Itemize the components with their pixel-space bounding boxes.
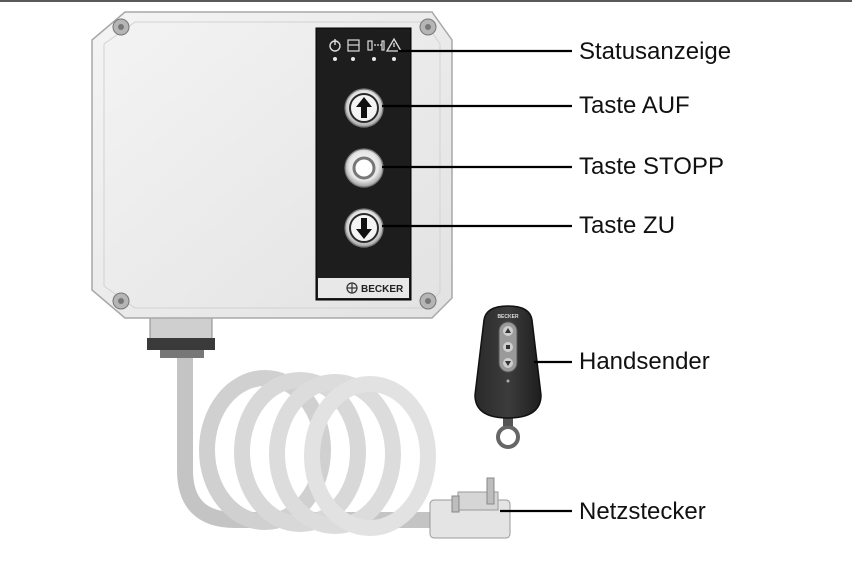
label-taste-zu: Taste ZU bbox=[579, 212, 676, 239]
sensor-icon bbox=[367, 40, 385, 51]
power-plug bbox=[429, 477, 511, 539]
label-taste-auf: Taste AUF bbox=[579, 92, 690, 119]
brand-label: BECKER bbox=[361, 284, 404, 295]
screw-icon bbox=[112, 18, 437, 310]
brand-plate bbox=[318, 278, 409, 298]
up-button bbox=[344, 88, 384, 128]
coiled-cable bbox=[177, 350, 440, 536]
stop-button bbox=[344, 148, 384, 188]
control-panel: BECKER bbox=[315, 27, 412, 301]
label-handsender: Handsender bbox=[579, 348, 710, 375]
down-button bbox=[344, 208, 384, 248]
label-netzstecker: Netzstecker bbox=[579, 498, 706, 525]
remote-control: BECKER bbox=[474, 305, 542, 449]
status-leds bbox=[333, 57, 396, 61]
leader-lines bbox=[382, 49, 572, 513]
warning-icon bbox=[385, 37, 403, 52]
motor-icon bbox=[347, 39, 360, 52]
cable-gland bbox=[147, 317, 215, 358]
label-taste-stopp: Taste STOPP bbox=[579, 153, 724, 180]
remote-brand-label: BECKER bbox=[497, 314, 519, 320]
power-icon bbox=[329, 39, 341, 52]
label-statusanzeige: Statusanzeige bbox=[579, 38, 732, 65]
becker-logo-icon bbox=[346, 282, 358, 294]
